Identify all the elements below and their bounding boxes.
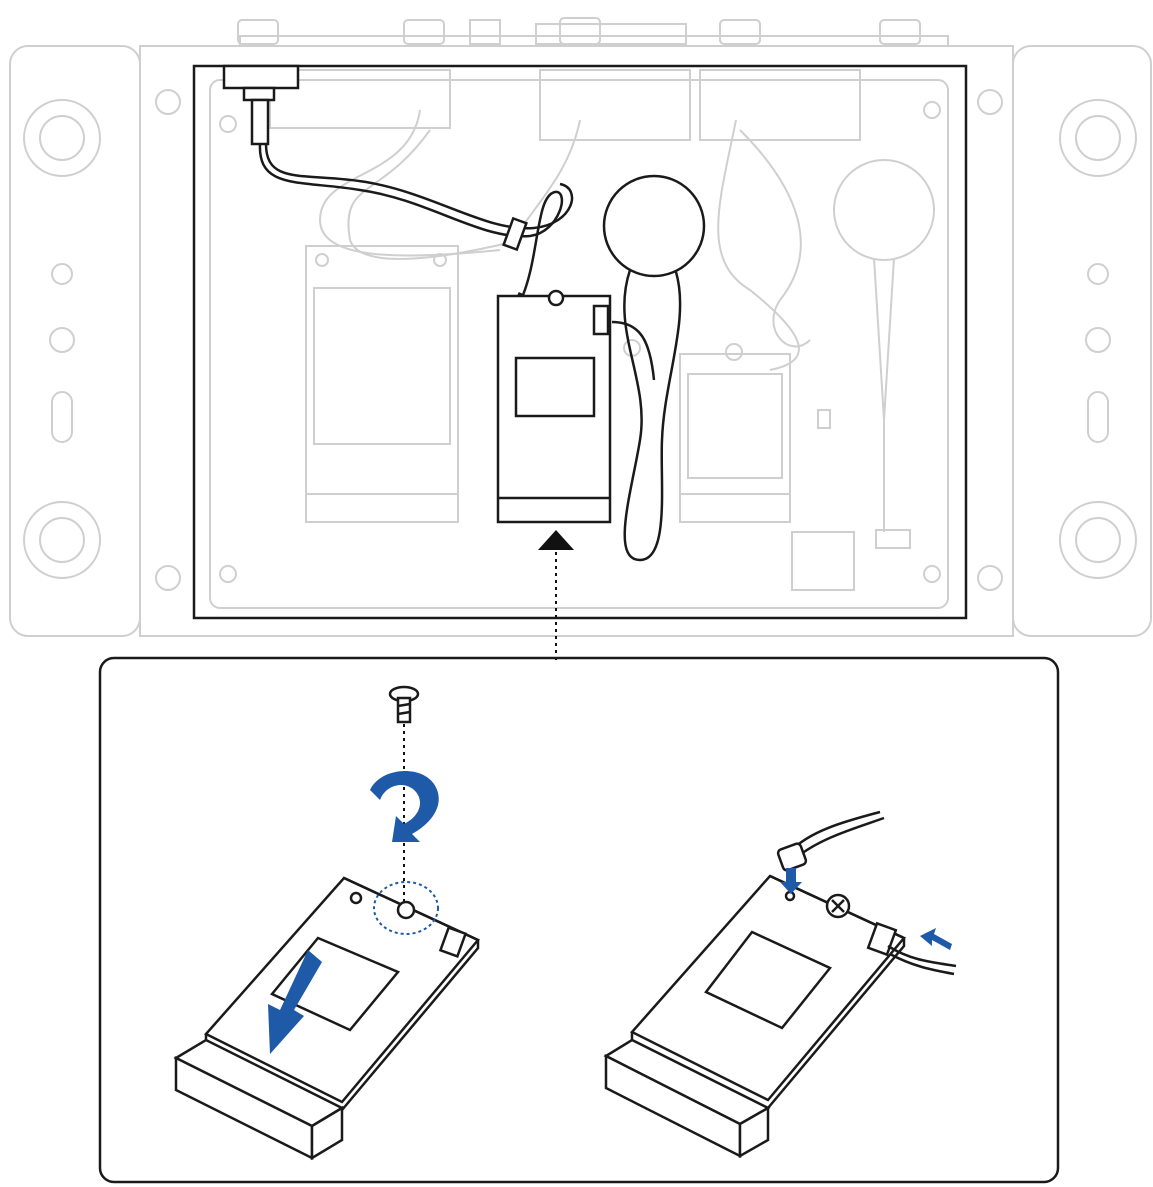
- rotate-arrow-icon: [370, 771, 439, 842]
- screw-icon: [388, 685, 420, 724]
- module-slot-right: [679, 343, 791, 523]
- detail-callout-box: [98, 656, 1060, 1184]
- module-slot-left: [305, 245, 459, 523]
- step-attach-antenna: [603, 810, 957, 1159]
- insert-arrow-icon: [780, 868, 802, 894]
- chassis-view: [9, 17, 1152, 660]
- target-module-slot: [496, 289, 612, 524]
- round-battery: [592, 174, 706, 562]
- pointer-triangle-icon: [538, 530, 574, 550]
- antenna-connector: [222, 64, 300, 146]
- board-highlight-frame: [192, 64, 968, 620]
- right-mounting-bracket: [1012, 45, 1152, 637]
- rear-connectors: [237, 17, 949, 47]
- faint-round-module: [833, 159, 935, 261]
- push-arrow-icon: [920, 928, 952, 950]
- step-remove-screw: [173, 685, 481, 1161]
- left-mounting-bracket: [9, 45, 141, 637]
- slide-down-arrow-icon: [268, 950, 322, 1054]
